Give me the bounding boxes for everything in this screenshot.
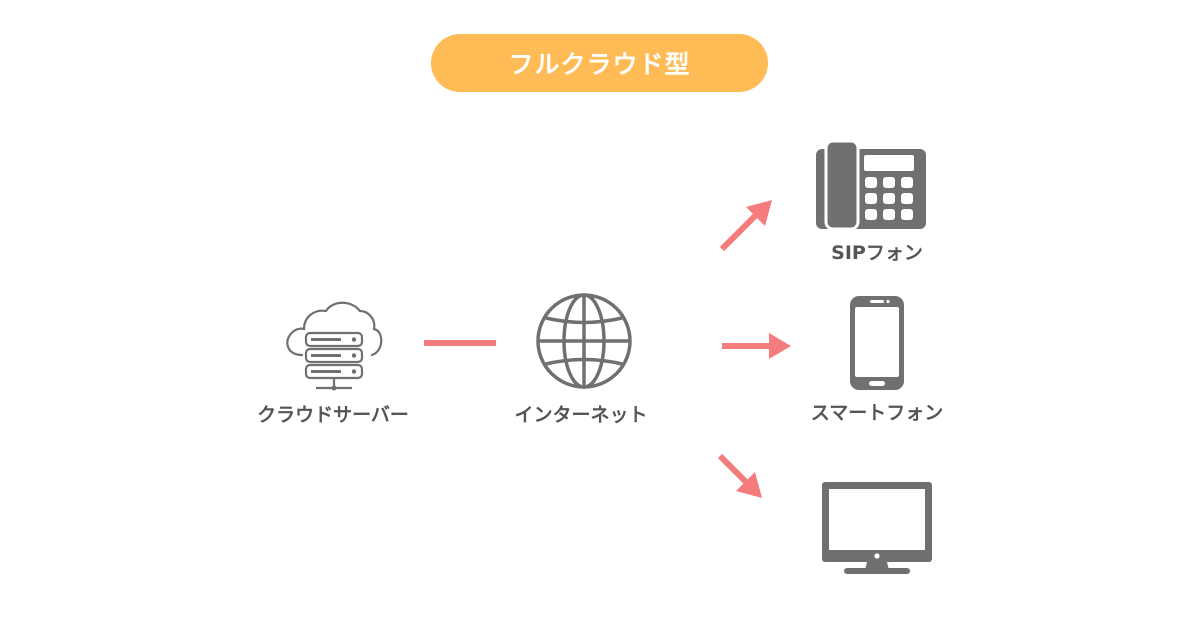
title-pill: フルクラウド型 bbox=[431, 34, 768, 92]
globe-icon bbox=[534, 291, 634, 391]
sip-phone-label: SIPフォン bbox=[831, 242, 923, 264]
edge-internet-to-smartphone bbox=[722, 333, 791, 359]
internet-label: インターネット bbox=[514, 404, 648, 426]
cloud-server-icon bbox=[280, 293, 386, 393]
smartphone-label: スマートフォン bbox=[810, 402, 944, 424]
edge-internet-to-pc bbox=[717, 453, 762, 498]
cloud-server-label: クラウドサーバー bbox=[257, 404, 409, 426]
desk-phone-icon bbox=[816, 139, 926, 231]
diagram-title: フルクラウド型 bbox=[508, 50, 691, 79]
monitor-icon bbox=[822, 482, 932, 576]
edge-internet-to-sip-phone bbox=[719, 200, 772, 252]
smartphone-icon bbox=[850, 296, 904, 390]
